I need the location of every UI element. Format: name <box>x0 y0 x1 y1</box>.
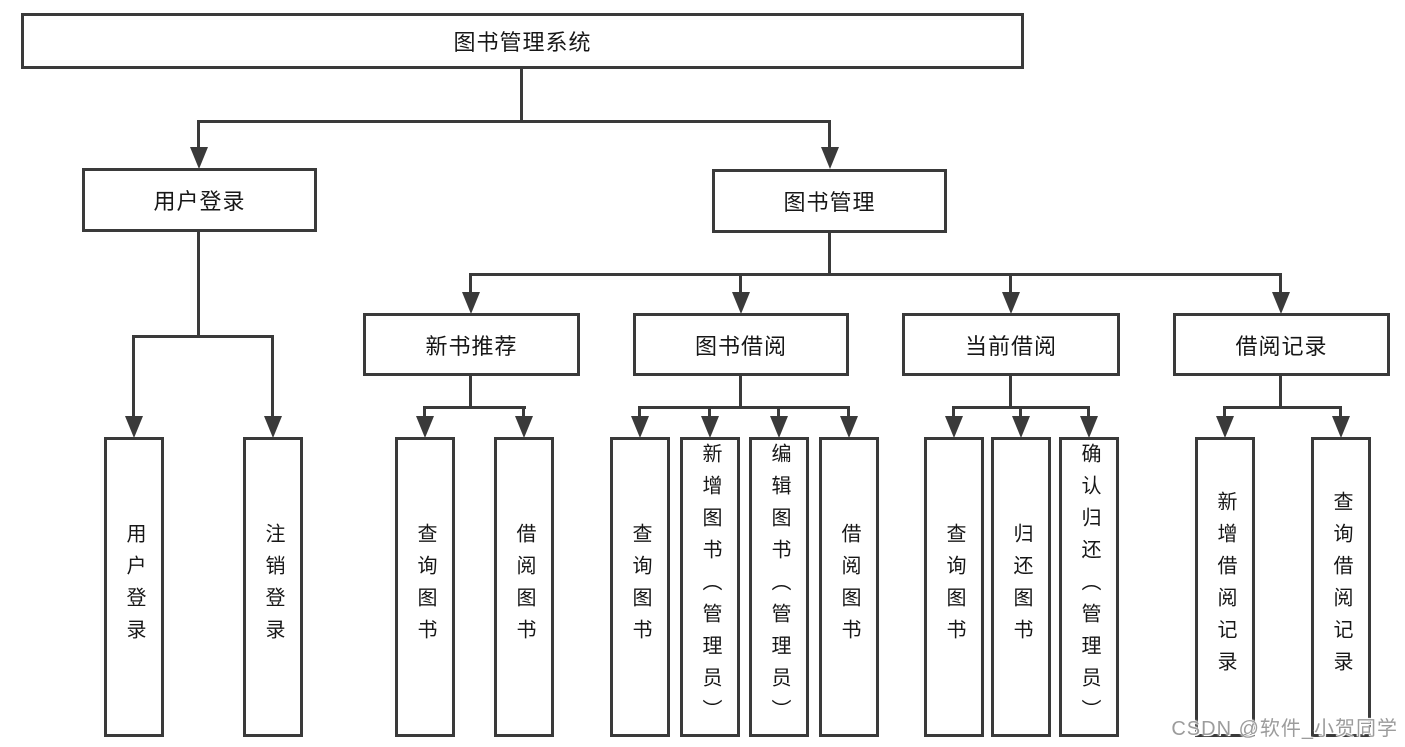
connector-drop-leaf-logout <box>271 335 274 417</box>
connector-drop-current-borrow <box>1009 273 1012 295</box>
connector-root-stem <box>520 69 523 122</box>
connector-drop-cb-confirm <box>1087 406 1090 418</box>
arrow-down-icon <box>1216 416 1234 438</box>
node-current-borrow: 当前借阅 <box>902 313 1120 376</box>
leaf-bb-borrow-books: 借阅图书 <box>819 437 879 737</box>
connector-book-management-branch <box>469 273 1282 276</box>
leaf-cb-confirm-return-admin: 确认归还（管理员） <box>1059 437 1119 737</box>
connector-drop-book-management <box>828 120 831 150</box>
node-book-management: 图书管理 <box>712 169 947 233</box>
connector-book-borrow-branch <box>638 406 850 409</box>
connector-user-login-stem <box>197 232 200 338</box>
arrow-down-icon <box>821 147 839 169</box>
connector-book-management-stem <box>828 233 831 275</box>
connector-borrow-records-branch <box>1223 406 1342 409</box>
connector-drop-bb-query <box>638 406 641 418</box>
connector-drop-cb-return <box>1019 406 1022 418</box>
arrow-down-icon <box>840 416 858 438</box>
leaf-br-query-record: 查询借阅记录 <box>1311 437 1371 737</box>
node-user-login: 用户登录 <box>82 168 317 232</box>
arrow-down-icon <box>416 416 434 438</box>
leaf-user-login: 用户登录 <box>104 437 164 737</box>
connector-drop-cb-query <box>952 406 955 418</box>
connector-drop-borrow-records <box>1279 273 1282 295</box>
node-new-book-recommend: 新书推荐 <box>363 313 580 376</box>
leaf-br-add-record: 新增借阅记录 <box>1195 437 1255 737</box>
connector-new-book-recommend-branch <box>423 406 526 409</box>
arrow-down-icon <box>264 416 282 438</box>
leaf-rec-borrow-books: 借阅图书 <box>494 437 554 737</box>
connector-drop-br-add <box>1223 406 1226 418</box>
leaf-rec-query-books: 查询图书 <box>395 437 455 737</box>
connector-drop-leaf-user-login <box>132 335 135 417</box>
connector-current-borrow-stem <box>1009 376 1012 409</box>
leaf-bb-edit-books-admin: 编辑图书（管理员） <box>749 437 809 737</box>
arrow-down-icon <box>1012 416 1030 438</box>
arrow-down-icon <box>1002 292 1020 314</box>
node-book-borrow: 图书借阅 <box>633 313 849 376</box>
connector-root-branch <box>197 120 831 123</box>
arrow-down-icon <box>1332 416 1350 438</box>
connector-user-login-branch <box>132 335 274 338</box>
connector-drop-br-query <box>1339 406 1342 418</box>
arrow-down-icon <box>190 147 208 169</box>
connector-drop-bb-add <box>708 406 711 418</box>
connector-drop-user-login <box>197 120 200 150</box>
arrow-down-icon <box>945 416 963 438</box>
arrow-down-icon <box>631 416 649 438</box>
arrow-down-icon <box>462 292 480 314</box>
connector-borrow-records-stem <box>1279 376 1282 409</box>
arrow-down-icon <box>732 292 750 314</box>
leaf-cb-query-books: 查询图书 <box>924 437 984 737</box>
connector-drop-rec-borrow <box>522 406 525 418</box>
watermark: CSDN @软件_小贺同学 <box>1171 718 1398 740</box>
arrow-down-icon <box>701 416 719 438</box>
connector-book-borrow-stem <box>739 376 742 409</box>
arrow-down-icon <box>515 416 533 438</box>
node-root: 图书管理系统 <box>21 13 1024 69</box>
leaf-bb-query-books: 查询图书 <box>610 437 670 737</box>
node-borrow-records: 借阅记录 <box>1173 313 1390 376</box>
arrow-down-icon <box>125 416 143 438</box>
leaf-logout: 注销登录 <box>243 437 303 737</box>
connector-drop-book-borrow <box>739 273 742 295</box>
arrow-down-icon <box>1080 416 1098 438</box>
connector-drop-bb-borrow <box>847 406 850 418</box>
leaf-cb-return-books: 归还图书 <box>991 437 1051 737</box>
arrow-down-icon <box>1272 292 1290 314</box>
connector-drop-new-book-recommend <box>469 273 472 295</box>
leaf-bb-add-books-admin: 新增图书（管理员） <box>680 437 740 737</box>
arrow-down-icon <box>770 416 788 438</box>
connector-new-book-recommend-stem <box>469 376 472 409</box>
connector-drop-bb-edit <box>777 406 780 418</box>
connector-drop-rec-query <box>423 406 426 418</box>
